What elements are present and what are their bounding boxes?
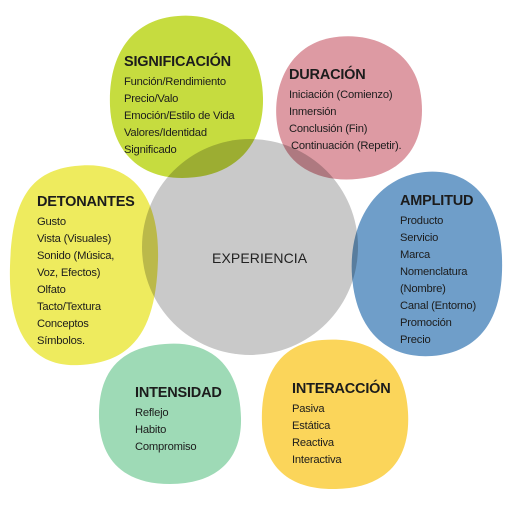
list-item: Vista (Visuales) (37, 233, 112, 245)
list-item: Precio (400, 334, 431, 346)
duracion-blob (276, 36, 422, 180)
list-item: Sonido (Música, (37, 250, 115, 262)
list-item: Promoción (400, 317, 452, 329)
duracion-list: Iniciación (Comienzo) Inmersión Conclusi… (289, 87, 402, 155)
list-item: Olfato (37, 284, 66, 296)
list-item: Habito (135, 424, 167, 436)
list-item: Precio/Valo (124, 93, 179, 105)
list-item: Conceptos (37, 318, 89, 330)
list-item: Producto (400, 215, 444, 227)
experiencia-hub (142, 139, 358, 355)
list-item: Función/Rendimiento (124, 76, 226, 88)
list-item: Conclusión (Fin) (289, 123, 368, 135)
list-item: Símbolos. (37, 335, 85, 347)
center-label: EXPERIENCIA (212, 250, 308, 266)
list-item: Estática (292, 420, 331, 432)
detonantes-blob (9, 165, 159, 366)
detonantes-list: Gusto Vista (Visuales) Sonido (Música, V… (37, 214, 135, 350)
detonantes-group: DETONANTES Gusto Vista (Visuales) Sonido… (37, 193, 135, 350)
list-item: Voz, Efectos) (37, 267, 101, 279)
detonantes-title: DETONANTES (37, 194, 135, 210)
list-item: Inmersión (289, 106, 337, 118)
significacion-list: Función/Rendimiento Precio/Valo Emoción/… (124, 74, 235, 159)
list-item: Valores/Identidad (124, 127, 207, 139)
duracion-title: DURACIÓN (289, 67, 366, 83)
list-item: Servicio (400, 232, 439, 244)
list-item: Tacto/Textura (37, 301, 101, 313)
amplitud-title: AMPLITUD (400, 193, 474, 209)
list-item: Pasiva (292, 403, 325, 415)
significacion-blob (109, 15, 264, 178)
list-item: Compromiso (135, 441, 197, 453)
amplitud-blob (351, 171, 503, 357)
interaccion-list: Pasiva Estática Reactiva Interactiva (292, 401, 391, 469)
interaccion-title: INTERACCIÓN (292, 381, 391, 397)
list-item: Emoción/Estilo de Vida (124, 110, 235, 122)
intensidad-group: INTENSIDAD Reflejo Habito Compromiso (135, 384, 222, 456)
duracion-group: DURACIÓN Iniciación (Comienzo) Inmersión… (289, 66, 402, 155)
list-item: Reflejo (135, 407, 169, 419)
list-item: Gusto (37, 216, 66, 228)
list-item: Significado (124, 144, 177, 156)
intensidad-list: Reflejo Habito Compromiso (135, 405, 222, 456)
list-item: Canal (Entorno) (400, 300, 476, 312)
interaccion-blob (261, 339, 409, 490)
list-item: Reactiva (292, 437, 334, 449)
list-item: Continuación (Repetir). (291, 140, 402, 152)
list-item: Marca (400, 249, 431, 261)
intensidad-title: INTENSIDAD (135, 385, 222, 401)
list-item: (Nombre) (400, 283, 446, 295)
amplitud-group: AMPLITUD Producto Servicio Marca Nomencl… (400, 192, 476, 349)
list-item: Nomenclatura (400, 266, 468, 278)
significacion-title: SIGNIFICACIÓN (124, 54, 231, 70)
significacion-group: SIGNIFICACIÓN Función/Rendimiento Precio… (124, 53, 235, 159)
list-item: Iniciación (Comienzo) (289, 89, 393, 101)
amplitud-list: Producto Servicio Marca Nomenclatura (No… (400, 213, 476, 349)
list-item: Interactiva (292, 454, 342, 466)
intensidad-blob (98, 343, 242, 484)
interaccion-group: INTERACCIÓN Pasiva Estática Reactiva Int… (292, 380, 391, 469)
